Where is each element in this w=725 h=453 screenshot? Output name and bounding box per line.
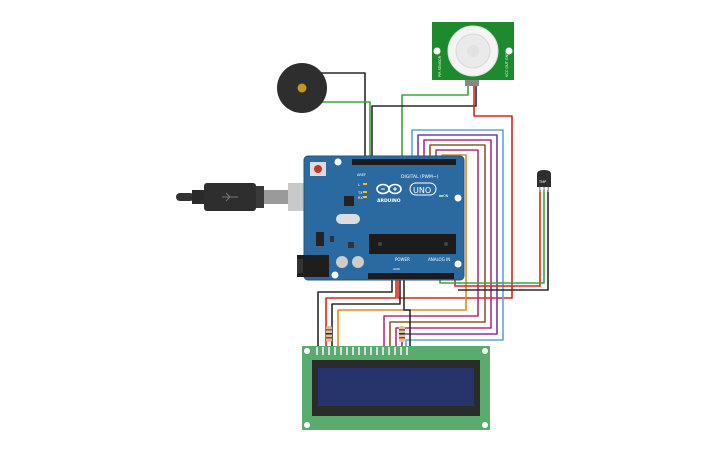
uno-badge: UNO <box>409 182 437 196</box>
lcd-pin-row <box>316 347 408 355</box>
pir-sensor[interactable]: PIR SENSOR VCC OUT GND <box>432 22 514 86</box>
wire-pir-vcc[interactable] <box>397 86 513 299</box>
usb-cable <box>176 183 318 211</box>
pir-right-text: VCC OUT GND <box>505 52 509 77</box>
piezo-buzzer[interactable] <box>277 63 327 113</box>
analog-label: ANALOG IN <box>428 257 450 262</box>
power-label: POWER <box>395 257 410 262</box>
wire-tmp-gnd[interactable] <box>458 190 549 291</box>
capacitor-2 <box>352 256 364 268</box>
power-analog-header <box>368 273 454 279</box>
tx-label: TX <box>357 191 363 195</box>
usb-icon <box>222 192 238 202</box>
resistor-right[interactable] <box>399 326 405 342</box>
lcd-screen <box>318 368 474 406</box>
crystal <box>336 214 360 224</box>
atmega-chip <box>369 234 456 254</box>
usb-chip <box>344 196 354 206</box>
arduino-uno-board[interactable]: DIGITAL (PWM~) AREF ARDUINO UNO TX RX L … <box>297 155 465 281</box>
buzzer-center-icon <box>297 83 307 93</box>
arduino-logo-icon <box>376 183 402 195</box>
wire-lcd-gnd3[interactable] <box>403 280 411 348</box>
wire-buzzer-gnd[interactable] <box>305 101 371 163</box>
wire-lcd-gnd2[interactable] <box>331 280 401 348</box>
uno-label: UNO <box>413 186 431 195</box>
wire-lcd-d5[interactable] <box>383 149 479 348</box>
capacitor-1 <box>336 256 348 268</box>
wire-lcd-d4[interactable] <box>389 144 486 348</box>
usb-plug-metal <box>264 190 288 204</box>
tmp-label: TMP <box>538 180 546 184</box>
power-jack <box>297 255 329 277</box>
digital-label: DIGITAL (PWM~) <box>401 174 439 180</box>
wire-lcd-vcc[interactable] <box>325 280 397 348</box>
l-label: L <box>358 183 360 187</box>
lcd-display[interactable] <box>302 346 490 430</box>
arduino-label: ARDUINO <box>377 198 401 204</box>
on-label: ON <box>443 194 449 198</box>
wire-tmp-out[interactable] <box>439 190 545 284</box>
wire-lcd-d1[interactable] <box>405 129 504 348</box>
wire-buzzer-signal[interactable] <box>310 72 366 163</box>
wire-lcd-d3[interactable] <box>395 139 492 348</box>
wire-lcd-gnd[interactable] <box>317 280 393 348</box>
pir-pins <box>465 80 479 86</box>
rx-label: RX <box>358 196 363 200</box>
resistor-left[interactable] <box>326 326 332 342</box>
pir-left-text: PIR SENSOR <box>438 55 442 77</box>
wire-pir-gnd[interactable] <box>371 86 477 163</box>
aref-label: AREF <box>357 173 366 177</box>
temperature-sensor[interactable]: TMP <box>537 170 551 192</box>
wire-pir-out[interactable] <box>401 86 469 163</box>
gnd-label: GND <box>393 267 401 271</box>
digital-header <box>352 159 456 165</box>
